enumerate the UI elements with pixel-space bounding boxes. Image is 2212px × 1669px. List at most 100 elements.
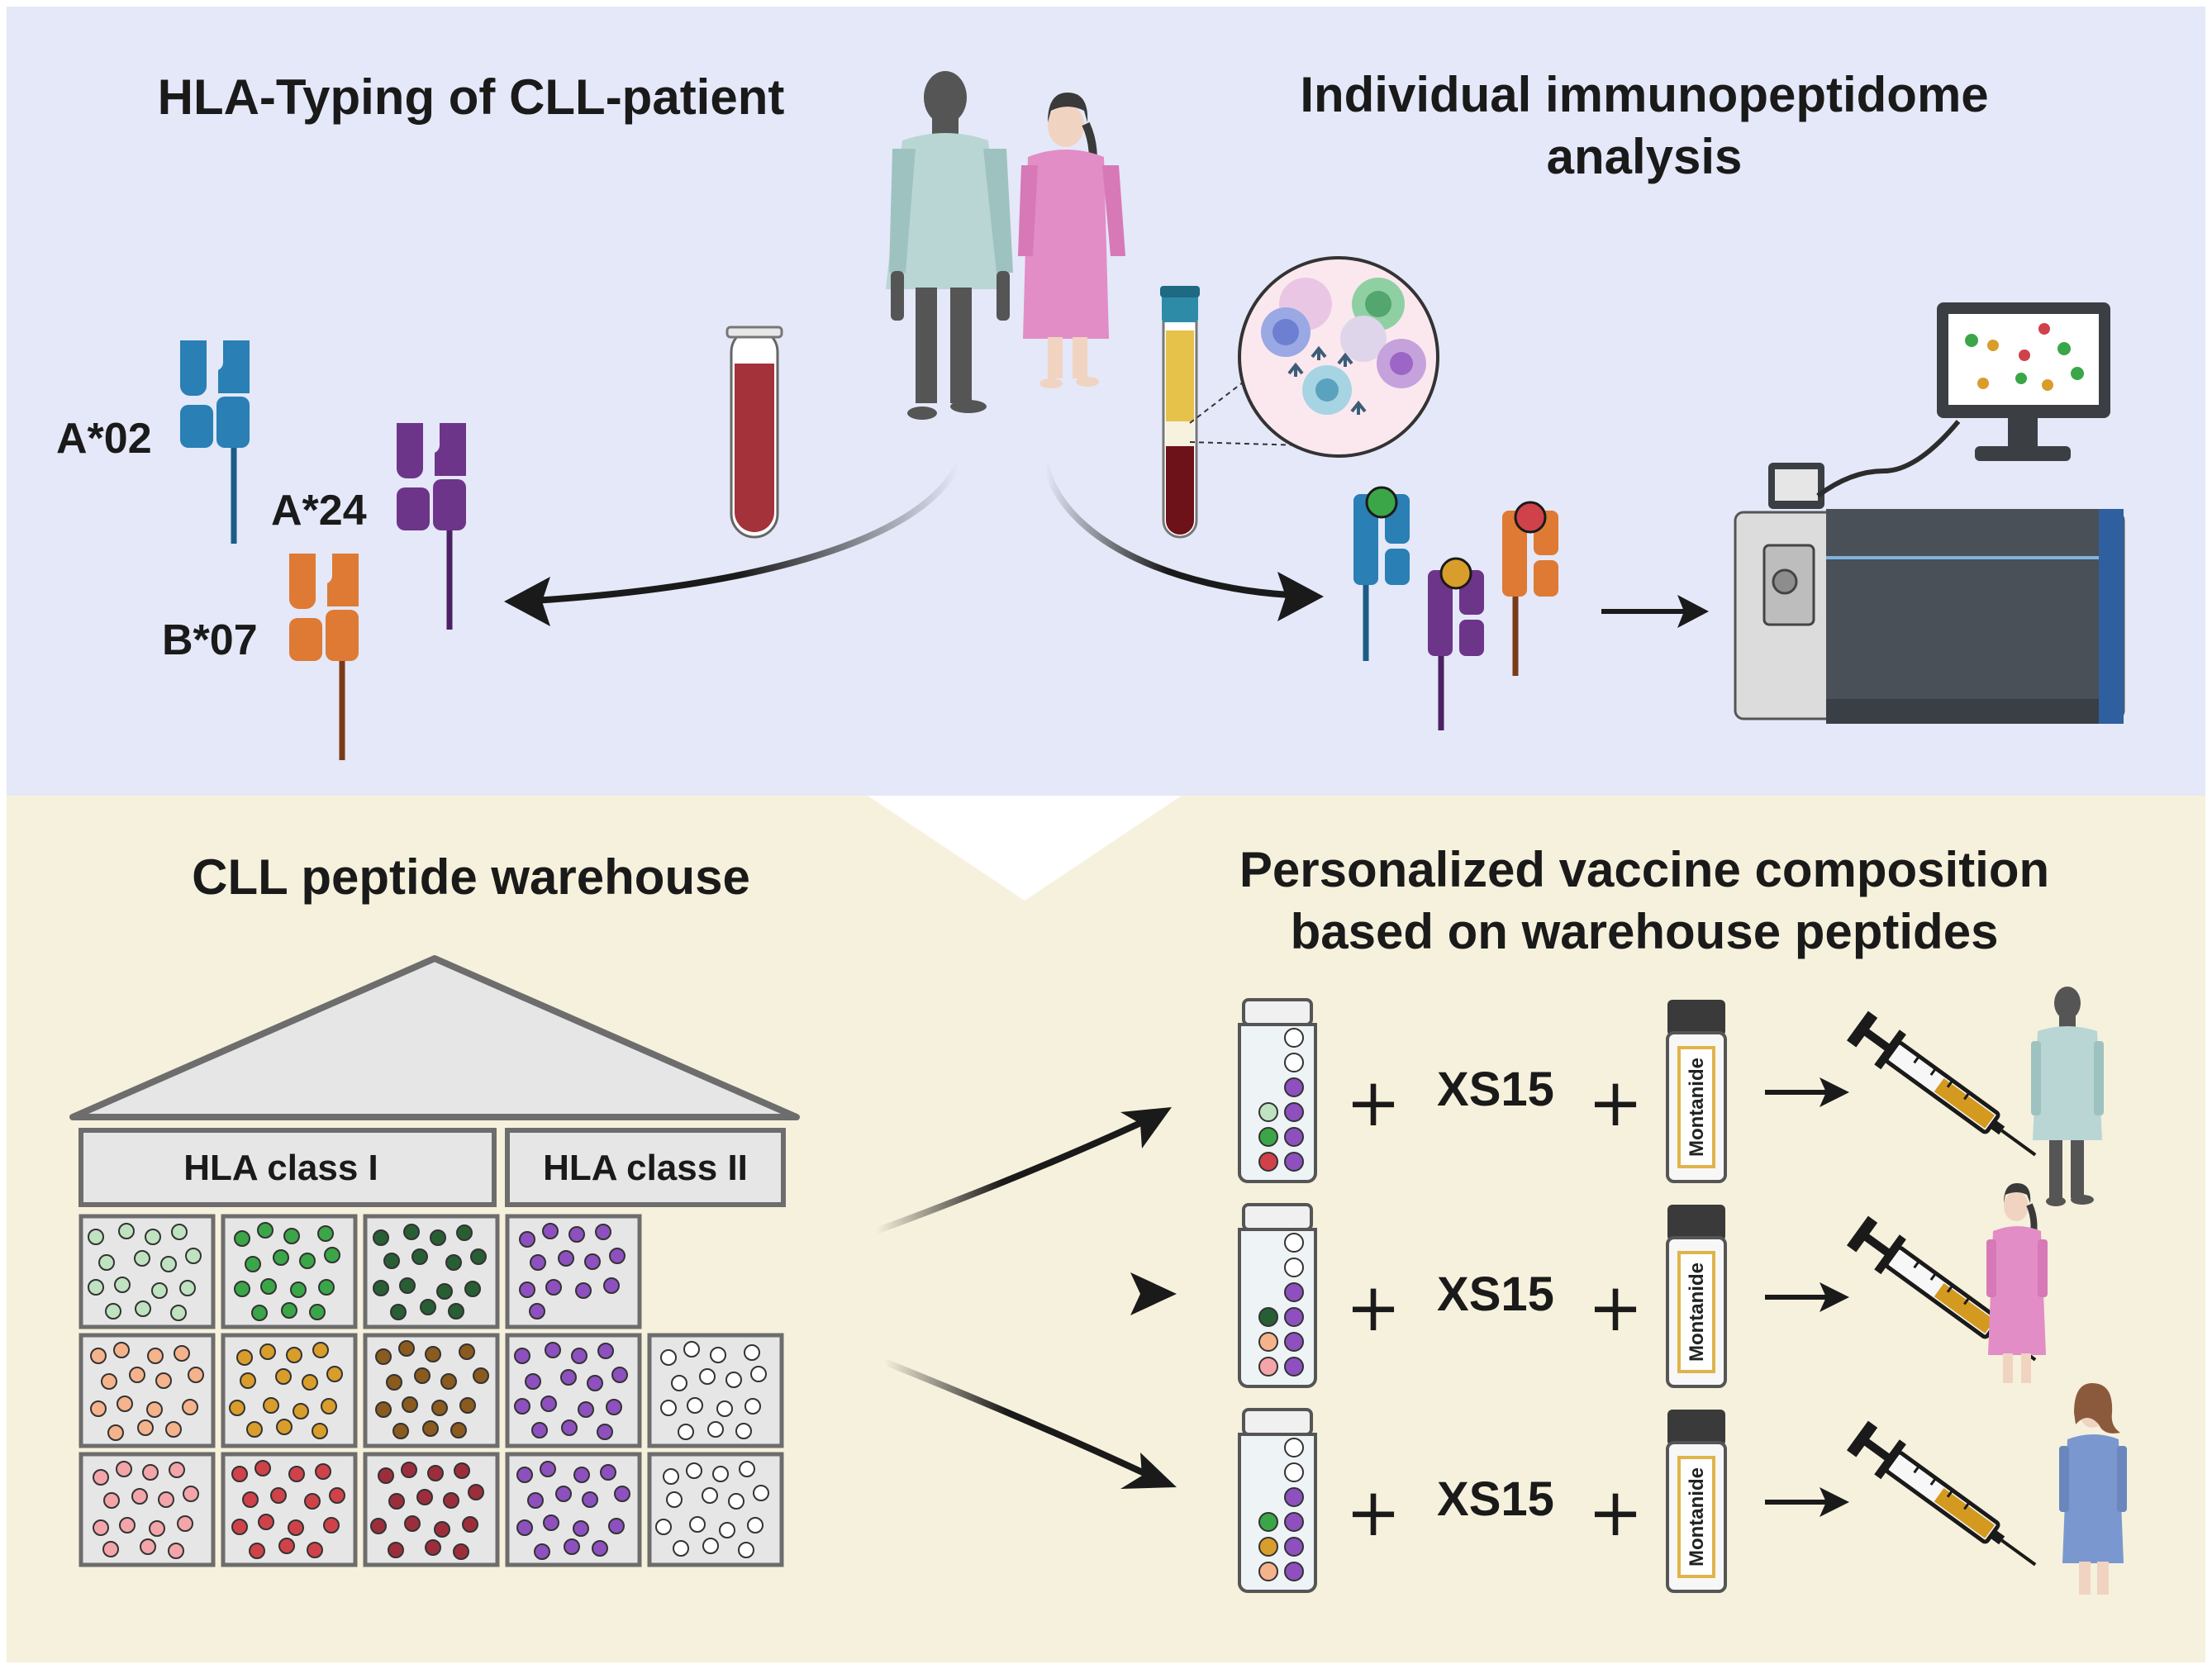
peptide-dot xyxy=(470,1248,487,1265)
peptide-dot xyxy=(93,1469,109,1486)
immunopeptidome-title-line2: analysis xyxy=(1547,129,1743,184)
peptide-dot xyxy=(425,1346,441,1362)
arrow-to-ms-head xyxy=(1677,595,1709,628)
warehouse-cell xyxy=(647,1333,784,1448)
warehouse-cell xyxy=(78,1214,216,1329)
vaccine-row-3: +XS15+Montanide xyxy=(1238,1408,2048,1593)
peptide-dot xyxy=(392,1423,409,1439)
peptide-dot xyxy=(102,1541,119,1557)
peptide-dot xyxy=(614,1486,630,1502)
peptide-dot xyxy=(689,1516,706,1533)
peptide-dot xyxy=(158,1491,174,1508)
peptide-dot xyxy=(113,1342,130,1358)
immunopeptidome-title-line1: Individual immunopeptidome xyxy=(1300,67,1988,122)
plus-sign: + xyxy=(1345,1064,1401,1141)
peptide-dot xyxy=(403,1224,420,1240)
peptide-dot xyxy=(660,1400,677,1416)
peptide-dot xyxy=(545,1279,562,1296)
peptide-dot xyxy=(185,1248,202,1264)
peptide-dot xyxy=(169,1462,185,1478)
vial-peptide-dot xyxy=(1258,1562,1278,1581)
montanide-label: Montanide xyxy=(1686,1262,1708,1362)
cell-zoom-circle-icon xyxy=(1238,256,1439,458)
peptide-dot xyxy=(555,1486,572,1502)
peptide-dot xyxy=(231,1466,248,1482)
warehouse-grid xyxy=(78,1214,784,1567)
arrow-to-vaccine-3 xyxy=(882,1358,1158,1482)
peptide-dot xyxy=(398,1340,415,1357)
plus-sign: + xyxy=(1345,1474,1401,1551)
vial-peptide-dot xyxy=(1284,1282,1304,1302)
peptide-dot xyxy=(383,1253,400,1269)
peptide-dot xyxy=(140,1538,156,1555)
warehouse-title: CLL peptide warehouse xyxy=(192,849,750,905)
peptide-dot xyxy=(514,1348,530,1364)
peptide-dot xyxy=(402,1396,418,1413)
peptide-dot xyxy=(304,1493,321,1510)
arrow-to-vaccine-3-head xyxy=(1120,1453,1177,1489)
warehouse-cell xyxy=(221,1452,358,1567)
peptide-dot xyxy=(93,1519,109,1536)
peptide-dot xyxy=(430,1229,446,1246)
peptide-dot xyxy=(431,1400,448,1416)
peptide-dot xyxy=(443,1492,459,1509)
vial-peptide-dot xyxy=(1284,1152,1304,1172)
peptide-dot xyxy=(404,1515,421,1532)
peptide-dot xyxy=(728,1493,744,1510)
warehouse-header-class2 xyxy=(505,1128,786,1207)
peptide-dot xyxy=(179,1280,196,1296)
montanide-label: Montanide xyxy=(1686,1467,1708,1567)
peptide-dot xyxy=(578,1401,594,1418)
female-patient-2-small-icon xyxy=(2059,1383,2127,1595)
vial-peptide-dot xyxy=(1284,1127,1304,1147)
peptide-dot xyxy=(399,1277,416,1294)
peptide-dot xyxy=(456,1224,473,1241)
peptide-dot xyxy=(735,1423,752,1439)
peptide-dot xyxy=(155,1372,172,1389)
peptide-dot xyxy=(273,1249,289,1266)
peptide-dot xyxy=(88,1279,104,1296)
warehouse-cell xyxy=(505,1333,642,1448)
peptide-dot xyxy=(416,1489,433,1505)
peptide-dot xyxy=(105,1303,121,1320)
peptide-dot xyxy=(738,1542,754,1558)
peptide-dot xyxy=(747,1517,763,1533)
peptide-dot xyxy=(440,1373,457,1390)
peptide-dot xyxy=(234,1281,250,1297)
peptide-dot xyxy=(753,1485,769,1501)
peptide-dot xyxy=(234,1230,250,1247)
montanide-bottle-icon: Montanide xyxy=(1666,1410,1727,1593)
peptide-dot xyxy=(240,1372,256,1389)
hla-peptide-complex-purple xyxy=(1428,557,1484,730)
peptide-dot xyxy=(90,1400,107,1417)
peptide-dot xyxy=(88,1229,104,1245)
peptide-dot xyxy=(683,1341,700,1358)
peptide-dot xyxy=(324,1247,340,1263)
arrow-to-syringe-head xyxy=(1820,1077,1849,1107)
peptide-dot xyxy=(534,1543,550,1560)
peptide-dot xyxy=(686,1462,702,1479)
peptide-dot xyxy=(168,1543,184,1559)
peptide-dot xyxy=(370,1518,387,1534)
vial-peptide-dot xyxy=(1284,1562,1304,1581)
peptide-dot xyxy=(254,1460,271,1476)
peptide-dot xyxy=(527,1492,544,1509)
peptide-dot xyxy=(258,1514,274,1530)
warehouse-cell xyxy=(221,1333,358,1448)
vial-peptide-dot xyxy=(1258,1307,1278,1327)
peptide-dot xyxy=(286,1347,302,1363)
peptide-dot xyxy=(251,1305,268,1321)
peptide-dot xyxy=(375,1348,392,1365)
peptide-dot xyxy=(170,1305,187,1321)
allele-label-a02: A*02 xyxy=(56,415,152,463)
vial-peptide-dot xyxy=(1284,1438,1304,1457)
peptide-dot xyxy=(678,1424,694,1440)
peptide-dot xyxy=(275,1368,292,1385)
peptide-dot xyxy=(702,1538,719,1554)
peptide-dot xyxy=(531,1422,548,1438)
peptide-dot xyxy=(459,1343,475,1360)
peptide-dot xyxy=(425,1539,441,1556)
peptide-dot xyxy=(436,1283,453,1300)
peptide-dot xyxy=(299,1253,316,1269)
peptide-dot xyxy=(317,1225,334,1242)
